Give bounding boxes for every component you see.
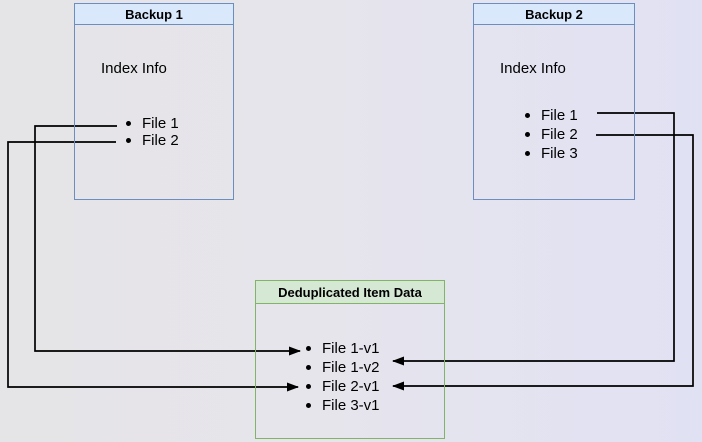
- list-item: File 2: [126, 132, 179, 149]
- dedup-item-list: File 1-v1 File 1-v2 File 2-v1 File 3-v1: [306, 339, 380, 415]
- bullet-icon: [126, 121, 131, 126]
- file-label: File 2: [142, 132, 179, 149]
- backup1-subtitle: Index Info: [101, 60, 167, 77]
- list-item: File 2-v1: [306, 377, 380, 396]
- file-label: File 2: [541, 126, 578, 143]
- backup2-subtitle: Index Info: [500, 60, 566, 77]
- bullet-icon: [306, 403, 311, 408]
- backup2-title: Backup 2: [474, 4, 634, 25]
- backup1-box: Backup 1 Index Info File 1 File 2: [74, 3, 234, 200]
- list-item: File 1-v1: [306, 339, 380, 358]
- list-item: File 3-v1: [306, 396, 380, 415]
- list-item: File 1: [126, 115, 179, 132]
- backup1-title: Backup 1: [75, 4, 233, 25]
- bullet-icon: [525, 132, 530, 137]
- file-version-label: File 2-v1: [322, 378, 380, 395]
- file-label: File 1: [541, 107, 578, 124]
- list-item: File 2: [525, 125, 578, 144]
- backup1-file-list: File 1 File 2: [126, 115, 179, 149]
- dedup-box: Deduplicated Item Data File 1-v1 File 1-…: [255, 280, 445, 439]
- list-item: File 1: [525, 106, 578, 125]
- bullet-icon: [525, 151, 530, 156]
- file-label: File 1: [142, 115, 179, 132]
- file-version-label: File 3-v1: [322, 397, 380, 414]
- list-item: File 3: [525, 144, 578, 163]
- bullet-icon: [306, 346, 311, 351]
- list-item: File 1-v2: [306, 358, 380, 377]
- file-label: File 3: [541, 145, 578, 162]
- bullet-icon: [126, 138, 131, 143]
- backup2-box: Backup 2 Index Info File 1 File 2 File 3: [473, 3, 635, 200]
- bullet-icon: [306, 365, 311, 370]
- bullet-icon: [306, 384, 311, 389]
- file-version-label: File 1-v2: [322, 359, 380, 376]
- bullet-icon: [525, 113, 530, 118]
- backup2-file-list: File 1 File 2 File 3: [525, 106, 578, 163]
- file-version-label: File 1-v1: [322, 340, 380, 357]
- dedup-title: Deduplicated Item Data: [256, 281, 444, 304]
